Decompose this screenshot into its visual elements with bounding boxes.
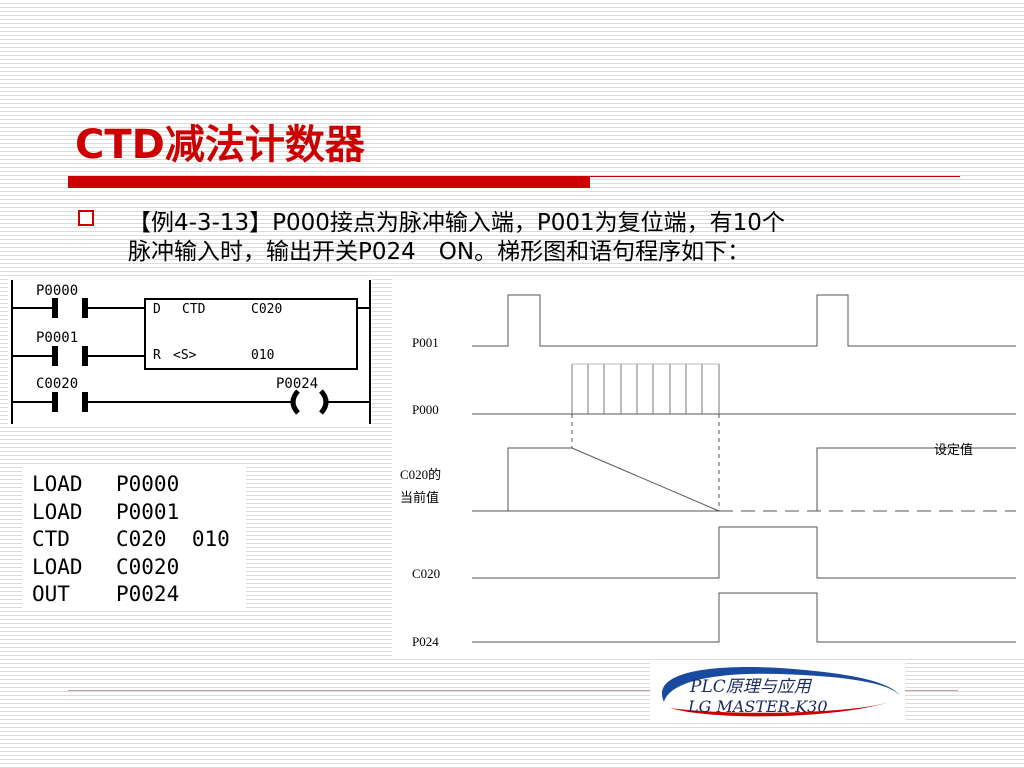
slide-title: CTD减法计数器 [75, 122, 365, 168]
p000-pulses [571, 363, 720, 414]
logo-text-line2: LG MASTER-K30 [688, 697, 828, 716]
box-cmd: CTD [182, 302, 206, 317]
contact1-label: P0000 [36, 283, 78, 299]
coil-label: P0024 [276, 376, 318, 392]
label-c020-current-2: 当前值 [400, 490, 439, 505]
p024-waveform [472, 592, 1016, 643]
c020-current-ramp [507, 447, 720, 512]
contact1-right-bar [82, 298, 88, 318]
box-op-d: D [153, 302, 161, 317]
ladder-diagram: P0000 P0001 D CTD C020 R <S> 010 C0020 P… [11, 280, 371, 424]
bullet-text-line1: 【例4-3-13】P000接点为脉冲输入端，P001为复位端，有10个 [128, 210, 785, 236]
bottom-divider [68, 690, 958, 691]
box-val: 010 [251, 348, 274, 363]
bullet-square-icon [78, 210, 94, 226]
contact2-right-bar [82, 346, 88, 366]
label-c020-current-1: C020的 [400, 467, 441, 482]
contact2-left-bar [52, 346, 58, 366]
title-underline-bar [68, 176, 590, 188]
box-s: <S> [173, 348, 197, 363]
contact2-label: P0001 [36, 330, 78, 346]
coil-right-arc [319, 389, 329, 415]
logo-panel [650, 662, 905, 722]
contact3-left-bar [52, 392, 58, 412]
bullet-text-line2: 脉冲输入时，输出开关P024 ON。梯形图和语句程序如下： [128, 239, 751, 265]
box-op-r: R [153, 348, 161, 363]
p001-waveform [472, 294, 1016, 347]
timing-diagram: P001 P000 C020的 当前值 C020 P024 设定值 [400, 294, 1016, 649]
timing-panel [392, 276, 1024, 658]
coil-left-arc [290, 389, 300, 415]
label-p024: P024 [412, 634, 439, 649]
box-addr: C020 [251, 302, 282, 317]
label-p001: P001 [412, 335, 439, 350]
label-setpoint: 设定值 [934, 442, 973, 457]
ctd-box [144, 298, 358, 370]
label-p000: P000 [412, 402, 439, 417]
logo-swoosh-icon [661, 667, 900, 717]
c020-waveform [472, 526, 1016, 579]
label-c020: C020 [412, 566, 440, 581]
title-underline-thin [590, 176, 960, 177]
contact3-right-bar [82, 392, 88, 412]
logo-text-line1: PLC原理与应用 [690, 677, 811, 697]
contact1-left-bar [52, 298, 58, 318]
contact3-label: C0020 [36, 376, 78, 392]
c020-current-reset [816, 447, 1016, 511]
